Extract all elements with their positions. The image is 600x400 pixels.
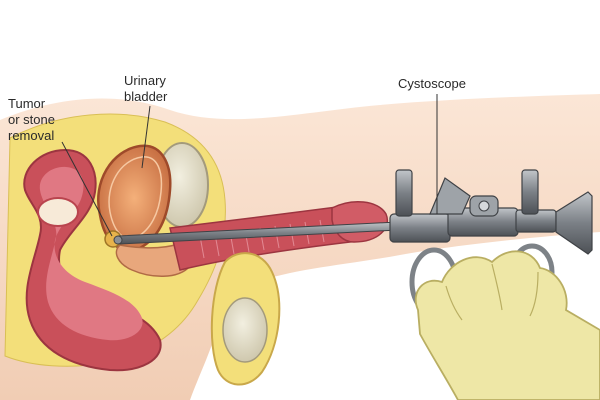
tumor-label: Tumor or stone removal	[8, 96, 55, 144]
bladder-label-line-1: Urinary	[124, 73, 166, 88]
cystoscope-label: Cystoscope	[398, 76, 466, 91]
tumor-leader-line	[61, 141, 113, 237]
urinary-bladder-label: Urinary bladder	[124, 73, 167, 105]
glans	[331, 201, 389, 243]
gloved-hand	[414, 250, 600, 400]
rectum-lumen	[37, 197, 79, 227]
cystoscope-tip	[113, 235, 123, 245]
testis	[222, 297, 268, 363]
tumor-label-line-2: or stone	[8, 112, 55, 127]
tumor-label-line-1: Tumor	[8, 96, 46, 111]
cystoscope-body	[389, 169, 593, 255]
tumor-label-line-3: removal	[8, 128, 55, 143]
glove-finger-lines	[445, 263, 539, 321]
bladder-label-line-2: bladder	[124, 89, 168, 104]
bladder-leader-line	[141, 105, 151, 169]
